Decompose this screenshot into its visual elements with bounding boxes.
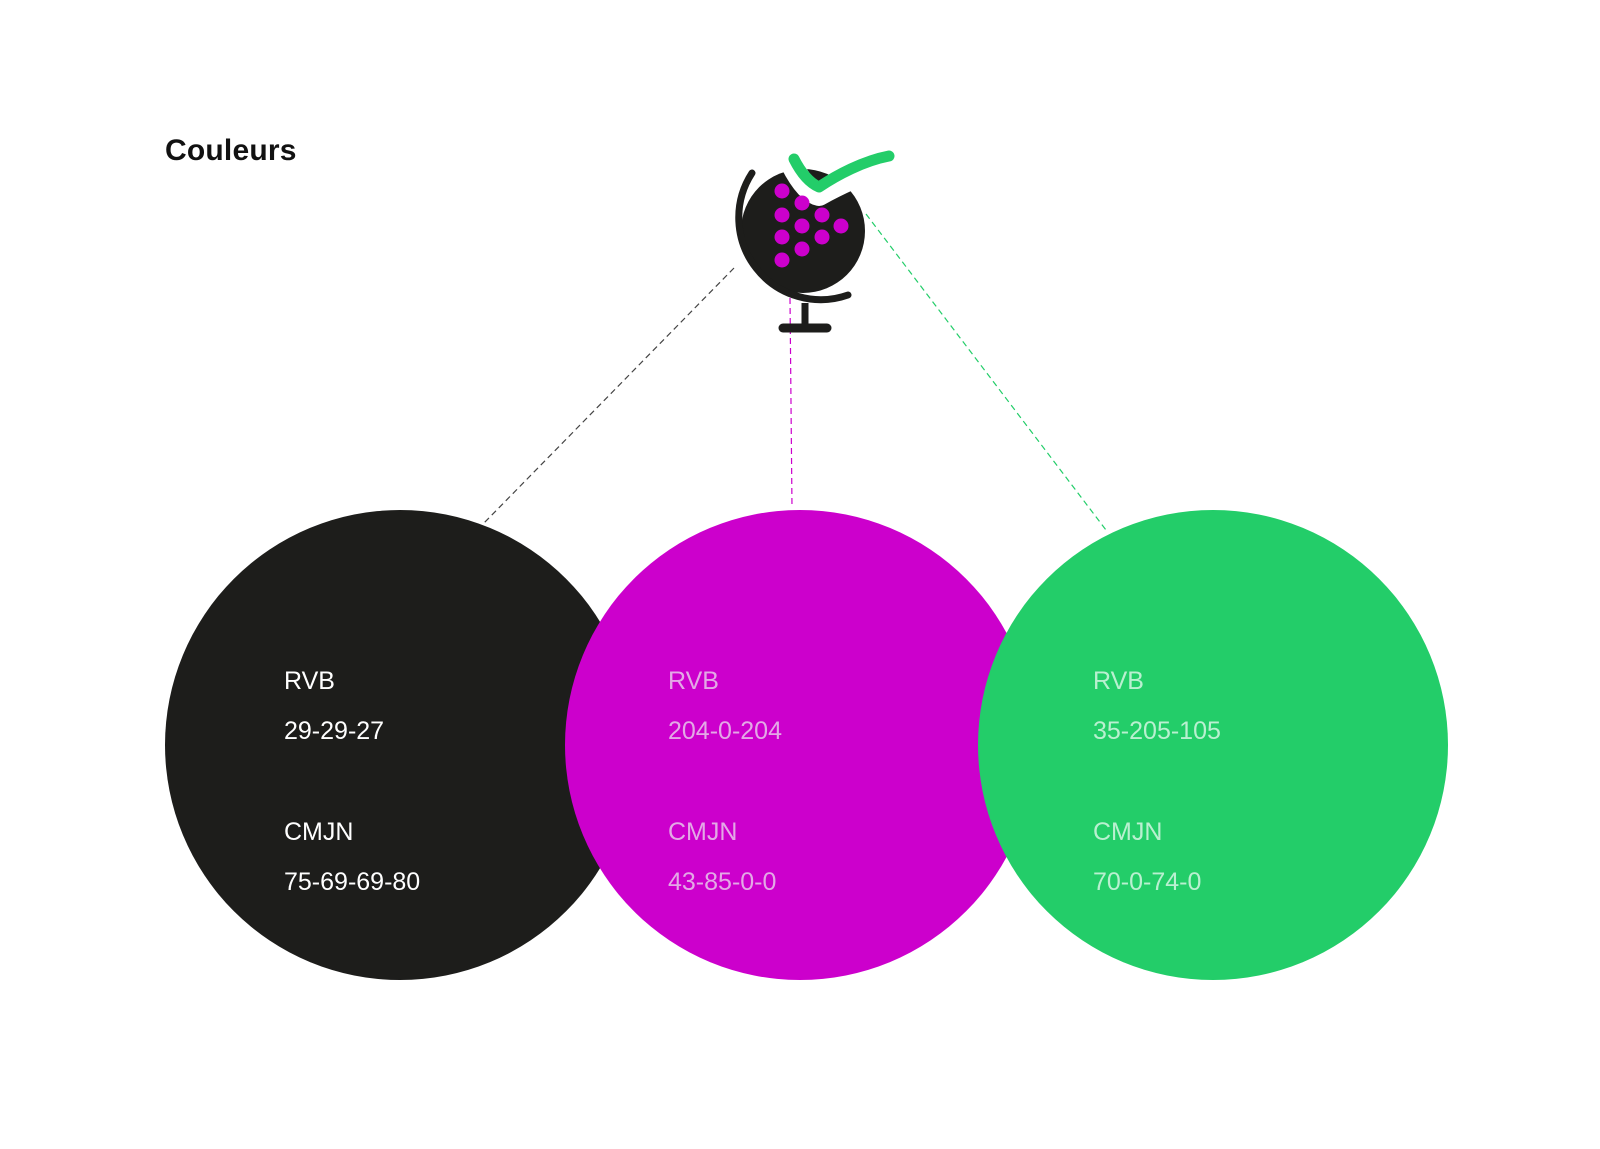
globe-dots: [774, 183, 849, 268]
cmyk-label: CMJN: [1093, 818, 1163, 846]
cmyk-value: 70-0-74-0: [1093, 868, 1202, 896]
swatch-green: RVB 35-205-105 CMJN 70-0-74-0: [978, 510, 1448, 980]
cmyk-label: CMJN: [668, 818, 738, 846]
cmyk-label: CMJN: [284, 818, 354, 846]
rgb-value: 29-29-27: [284, 717, 385, 745]
page-title: Couleurs: [165, 134, 297, 167]
connector-green: [865, 213, 1107, 531]
rgb-label: RVB: [668, 667, 719, 695]
swatch-magenta: RVB 204-0-204 CMJN 43-85-0-0: [565, 510, 1035, 980]
rgb-value: 35-205-105: [1093, 717, 1221, 745]
cmyk-value: 43-85-0-0: [668, 868, 777, 896]
check-mark: [788, 150, 895, 193]
rgb-label: RVB: [284, 667, 335, 695]
rgb-value: 204-0-204: [668, 717, 782, 745]
connector-black: [483, 267, 735, 524]
globe-check-icon: [735, 150, 902, 333]
connector-magenta: [789, 297, 793, 509]
globe-meridian: [735, 169, 852, 304]
rgb-label: RVB: [1093, 667, 1144, 695]
swatch-black: RVB 29-29-27 CMJN 75-69-69-80: [165, 510, 635, 980]
cmyk-value: 75-69-69-80: [284, 868, 421, 896]
